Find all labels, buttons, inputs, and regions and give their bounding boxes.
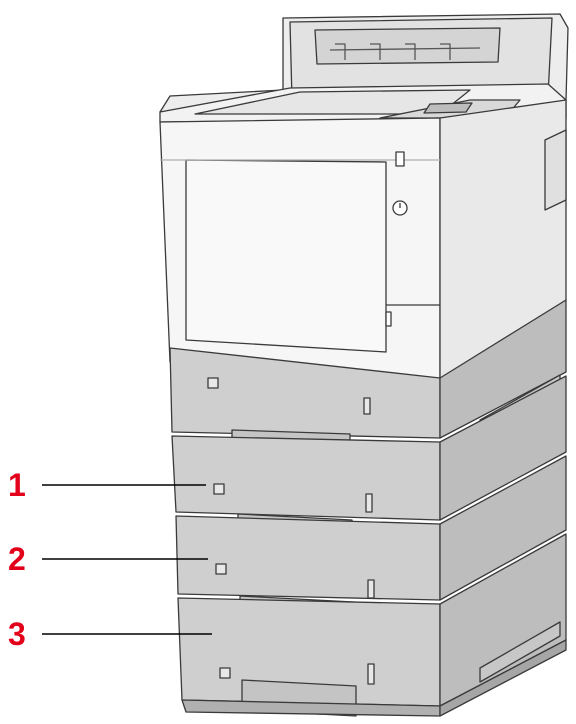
callout-number: 3 — [8, 616, 26, 652]
callout-3: 3 — [8, 616, 212, 652]
callout-1: 1 — [8, 467, 206, 503]
side-vent — [544, 129, 567, 211]
paper-output-area — [194, 89, 471, 115]
callout-2: 2 — [8, 541, 208, 577]
callout-number: 1 — [8, 467, 26, 503]
usb-port-icon — [395, 151, 405, 167]
printer-main-unit — [159, 13, 569, 391]
callout-number: 2 — [8, 541, 26, 577]
output-tray-slot — [314, 27, 501, 65]
cassette-tray-4 — [177, 533, 567, 717]
front-door — [185, 159, 387, 353]
